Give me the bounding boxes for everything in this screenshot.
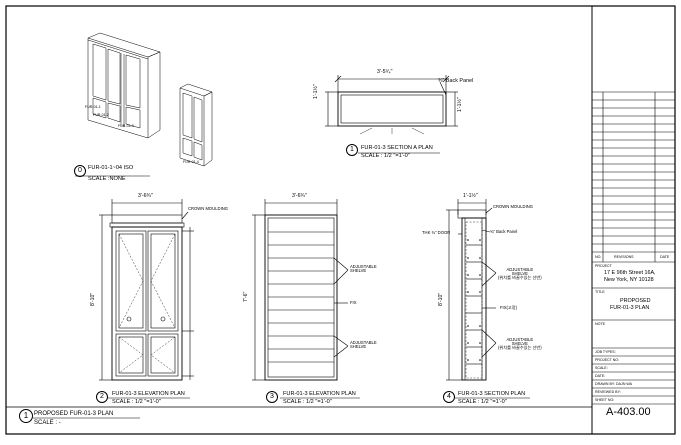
view-number-4: 4	[443, 391, 455, 403]
title-line-1: PROPOSED	[620, 298, 651, 304]
iso-cabinet-group	[87, 32, 161, 139]
project-address-2: New York, NY 10128	[604, 277, 654, 283]
project-address-1: 17 E 96th Street 16A,	[604, 270, 656, 276]
iso-tag-1: FUR-01-1	[85, 105, 101, 109]
section-adjustable-note-1: ADJUSTABLE SHELVE (위치를 바꿀수있는 선반)	[498, 267, 542, 281]
iso-tag-2: FUR-01-2	[93, 113, 109, 117]
field-drawn-by: DRAWN BY: DAJN WA	[595, 382, 633, 386]
elevation-top-dim: 3'-6¾"	[138, 193, 153, 199]
sheet-title: PROPOSED FUR-01-3 PLAN	[34, 411, 114, 417]
field-reviewed-by: REVIEWED BY:	[595, 390, 621, 394]
iso-tag-4: FUR-01-4	[183, 160, 199, 164]
shelf-elev-adjustable-note-2: ADJUSTABLE SHELVE	[350, 340, 377, 350]
rev-no-header: NO.	[595, 255, 602, 259]
elevation-view	[99, 199, 194, 381]
section-a-scale: SCALE : 1/2 "=1'-0"	[361, 153, 410, 159]
field-job-types: JOB TYPES:	[595, 350, 616, 354]
section-a-depth-dim-a: 1'-1½"	[313, 84, 319, 99]
section-height-dim: 8'-10"	[438, 292, 444, 306]
section-crown-note: CROWN MOULDING	[493, 204, 534, 209]
shelf-elev-top-dim: 3'-6¾"	[292, 193, 307, 199]
note-label: NOTE	[595, 322, 605, 326]
section-door-note: THK ¾" DOOR	[422, 230, 451, 235]
shelf-pins	[467, 239, 481, 361]
section-a-plan	[325, 75, 458, 135]
shelf-elev-adjustable-note-1: ADJUSTABLE SHELVE	[350, 264, 377, 274]
sheet-scale: SCALE : -	[34, 420, 61, 426]
section-top-dim: 1'-1½"	[463, 193, 478, 199]
iso-single-cabinet	[179, 83, 213, 167]
section-a-back-panel-note: ¾" Back Panel	[438, 78, 474, 84]
section-a-title: FUR-01-3 SECTION A PLAN	[361, 145, 433, 151]
project-label: PROJECT	[595, 264, 612, 268]
section-adjustable-note-2: ADJUSTABLE SHELVE (위치를 바꿀수있는 선반)	[498, 337, 542, 351]
field-scale: SCALE:	[595, 366, 608, 370]
iso-title: FUR-01-1~04 ISO	[88, 165, 134, 171]
shelf-elev-height-dim: 7'-6"	[243, 291, 249, 302]
sheet-title-number: 1	[19, 409, 33, 423]
section-back-panel-note: ¾" Back Panel	[490, 229, 518, 234]
title-block-grid	[592, 91, 675, 405]
sheet-number: A-403.00	[606, 406, 651, 418]
section-title: FUR-01-3 SECTION PLAN	[458, 391, 526, 397]
elevation-height-dim: 8'-10"	[90, 292, 96, 306]
rev-revisions-header: REVISIONS	[614, 255, 634, 259]
shelf-elev-fix-note: FIX	[350, 300, 357, 305]
title-line-2: FUR-01-3 PLAN	[610, 305, 650, 311]
shelf-elev-scale: SCALE : 1/2 "=1'-0"	[283, 399, 332, 405]
view-number-0: 0	[74, 165, 86, 177]
iso-scale: SCALE :NONE	[88, 176, 126, 182]
section-a-width-dim: 3'-5⁵⁄₄"	[377, 69, 393, 75]
title-label: TITLE	[595, 290, 605, 294]
shelf-elev-title: FUR-01-3 ELEVATION PLAN	[283, 391, 356, 397]
view-number-2: 2	[96, 391, 108, 403]
shelf-elevation-view	[252, 199, 349, 381]
view-number-1: 1	[346, 144, 358, 156]
section-fix-note: FIX(고정)	[500, 305, 518, 310]
section-view	[446, 199, 497, 381]
elevation-crown-note: CROWN MOULDING	[188, 206, 229, 211]
iso-tag-3: FUR-01-3	[118, 124, 134, 128]
elevation-scale: SCALE : 1/2 "=1'-0"	[112, 399, 161, 405]
rev-date-header: DATE	[660, 255, 670, 259]
section-scale: SCALE : 1/2 "=1'-0"	[458, 399, 507, 405]
view-number-3: 3	[266, 391, 278, 403]
field-date: DATE:	[595, 374, 606, 378]
elevation-title: FUR-01-3 ELEVATION PLAN	[112, 391, 185, 397]
section-a-depth-dim-b: 1'-1½"	[457, 97, 463, 112]
field-sheet-no: SHEET NO:	[595, 398, 615, 402]
sheet-border	[5, 5, 676, 435]
field-project-no: PROJECT NO:	[595, 358, 620, 362]
